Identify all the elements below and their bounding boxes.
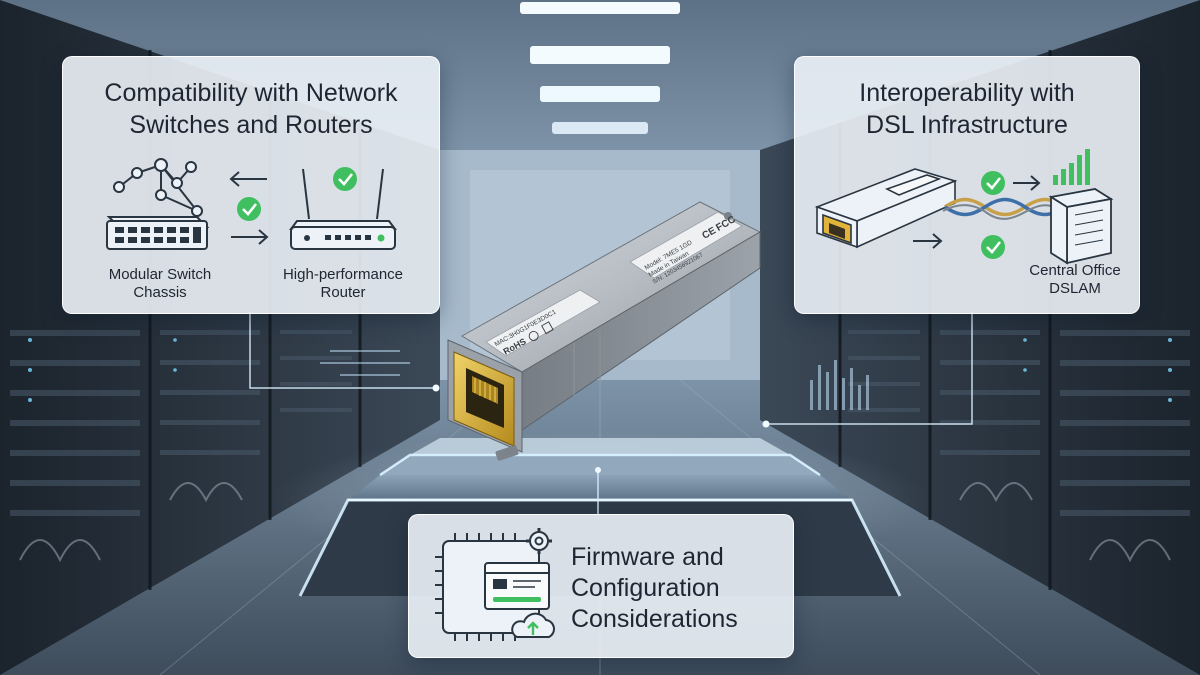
dsl-diagram <box>814 149 1114 265</box>
dsl-check-icon-1 <box>981 171 1005 195</box>
firmware-title-line3: Considerations <box>571 605 738 633</box>
config-window-icon <box>484 562 550 610</box>
sfp-outline-icon <box>814 168 958 249</box>
router-label-line1: High-performance <box>282 266 404 283</box>
dslam-icon <box>1048 188 1114 265</box>
dsl-title-line2: DSL Infrastructure <box>866 111 1068 139</box>
compatibility-diagram <box>106 158 397 250</box>
dsl-check-icon-2 <box>981 235 1005 259</box>
cloud-upload-icon <box>511 612 555 638</box>
switch-label-line1: Modular Switch <box>108 266 212 283</box>
dslam-label-line2: DSLAM <box>1049 280 1101 297</box>
dsl-card: Interoperability with DSL Infrastructure <box>794 56 1140 314</box>
network-nodes-icon <box>113 158 203 217</box>
compatibility-card: Compatibility with Network Switches and … <box>62 56 440 314</box>
router-label-line2: Router <box>320 284 366 301</box>
firmware-title: Firmware and Configuration Consideration… <box>571 542 791 635</box>
compatibility-title-line1: Compatibility with Network <box>104 79 398 107</box>
firmware-title-line1: Firmware and <box>571 543 724 571</box>
signal-bars-icon <box>1053 149 1090 185</box>
gear-icon <box>526 528 552 554</box>
dsl-title-line1: Interoperability with <box>859 79 1075 107</box>
compatibility-check-icon-2 <box>333 167 357 191</box>
firmware-diagram <box>435 528 555 641</box>
dsl-arrows-icon <box>913 175 1041 249</box>
switch-chassis-icon <box>106 216 210 250</box>
dslam-label-line1: Central Office <box>1029 262 1121 279</box>
twisted-pair-cable-icon <box>942 197 1066 220</box>
switch-label-line2: Chassis <box>133 284 187 301</box>
firmware-title-line2: Configuration <box>571 574 720 602</box>
firmware-card: Firmware and Configuration Consideration… <box>408 514 794 658</box>
compatibility-check-icon-1 <box>237 197 261 221</box>
compatibility-title-line2: Switches and Routers <box>129 111 373 139</box>
router-icon <box>289 168 397 250</box>
bidirectional-arrows-icon <box>229 171 269 245</box>
